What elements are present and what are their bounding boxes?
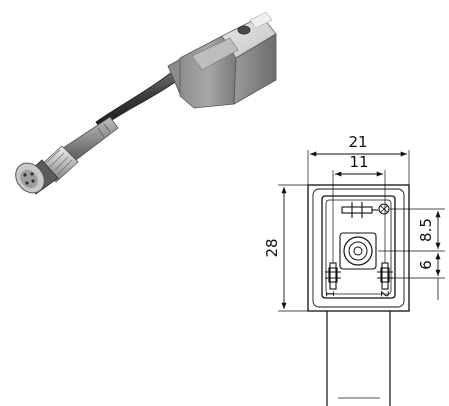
dim-text-6: 6 [417,260,435,270]
pin-1-contact [325,262,341,290]
technical-drawing [278,150,445,406]
ground-contact [341,202,378,218]
contact-plate [321,195,396,299]
cable-outlet [326,311,391,406]
dim-text-11: 11 [349,153,368,171]
plug-face [15,159,59,195]
center-screw [339,232,377,270]
cable [95,71,179,129]
extension-lines [278,150,445,312]
dimension-lines [281,151,441,309]
dim-text-28: 28 [263,238,281,257]
connector-photo [15,11,277,195]
pin-label-2: 2 [378,291,391,298]
dim-text-8-5: 8.5 [417,218,435,242]
pin-label-1: 1 [324,291,337,298]
valve-connector-housing [179,11,277,109]
label-plate [249,11,273,29]
dim-text-21: 21 [348,133,367,151]
screw-hole [237,25,251,35]
fixing-screw [378,203,390,215]
